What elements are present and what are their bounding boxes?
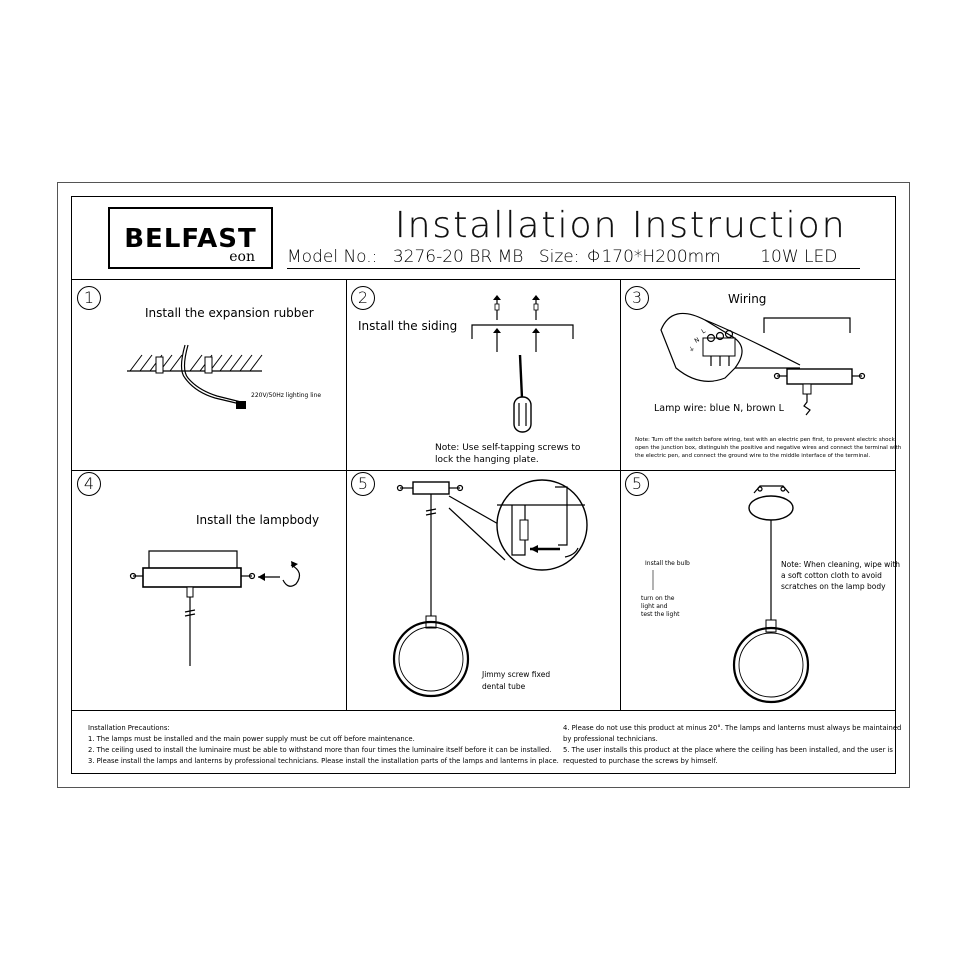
step3-note-2: open the junction box, distinguish the p… [635,445,902,451]
step5b-turn-1: turn on the [641,595,675,602]
step5b-turn-3: test the light [641,611,680,618]
model-label: Model No.: [287,247,378,267]
precaution-item-3: 3. Please install the lamps and lanterns… [88,757,559,765]
power-value: 10W LED [760,247,838,267]
grid-line-bottom [71,710,896,711]
step-number-3: 3 [625,286,649,310]
inner-frame [71,196,896,774]
precaution-item-2: 2. The ceiling used to install the lumin… [88,746,552,754]
step1-note: 220V/50Hz lighting line [251,392,322,399]
logo-name: BELFAST [124,224,257,254]
step3-lamp-wire: Lamp wire: blue N, brown L [654,403,784,414]
step5b-bulb: Install the bulb [645,560,690,567]
logo-sub: eon [229,249,255,265]
outer-frame [57,182,910,788]
step5b-turn-2: light and [641,603,668,610]
terminal-block-icon [702,329,736,366]
step2-note-1: Note: Use self-tapping screws to [435,443,581,453]
step5b-note-1: Note: When cleaning, wipe with [781,560,901,569]
screw-icon [493,295,540,352]
grid-line-top [71,279,896,280]
model-line: Model No.: 3276-20 BR MB Size: Φ170*H200… [287,247,860,269]
size-value: Φ170*H200mm [586,247,721,267]
step1-ceiling-illustration [127,344,263,409]
size-label: Size: [538,247,580,267]
step4-lampbody-illustration [129,550,301,666]
step-number-5b: 5 [625,472,649,496]
model-value: 3276-20 BR MB [392,247,524,267]
grid-line-middle [71,470,896,471]
grid-line-col1 [346,279,347,710]
step3-title: Wiring [728,292,767,306]
step-number-4: 4 [77,472,101,496]
precaution-item-5: 5. The user installs this product at the… [563,746,893,754]
step4-title: Install the lampbody [196,513,320,527]
step3-wiring-illustration [660,312,866,416]
precautions-heading: Installation Precautions: [88,724,170,732]
step5b-note-3: scratches on the lamp body [781,582,886,591]
page-title: Installation Instruction [395,205,847,246]
step5a-note-1: Jimmy screw fixed [482,670,551,679]
precaution-item-4-cont: by professional technicians. [563,735,658,743]
precaution-item-1: 1. The lamps must be installed and the m… [88,735,415,743]
step5a-pendant-illustration [392,479,588,698]
step2-siding-illustration [471,295,574,433]
step3-note-1: Note: Turn off the switch before wiring,… [635,437,897,443]
step-number-2: 2 [351,286,375,310]
step3-note-3: the electric pen, and connect the ground… [635,453,871,459]
grid-line-col2 [620,279,621,710]
screwdriver-icon [513,354,532,433]
step5a-note-2: dental tube [482,682,526,691]
step5b-final-lamp-illustration [652,485,810,704]
precaution-item-5-cont: requested to purchase the screws by hims… [563,757,718,765]
step-number-5a: 5 [351,472,375,496]
step2-note-2: lock the hanging plate. [435,455,539,465]
brand-logo: BELFAST eon [108,207,273,269]
step-number-1: 1 [77,286,101,310]
step2-title: Install the siding [358,319,458,333]
precaution-item-4: 4. Please do not use this product at min… [563,724,902,732]
step1-title: Install the expansion rubber [145,306,314,320]
step5b-note-2: a soft cotton cloth to avoid [781,571,882,580]
